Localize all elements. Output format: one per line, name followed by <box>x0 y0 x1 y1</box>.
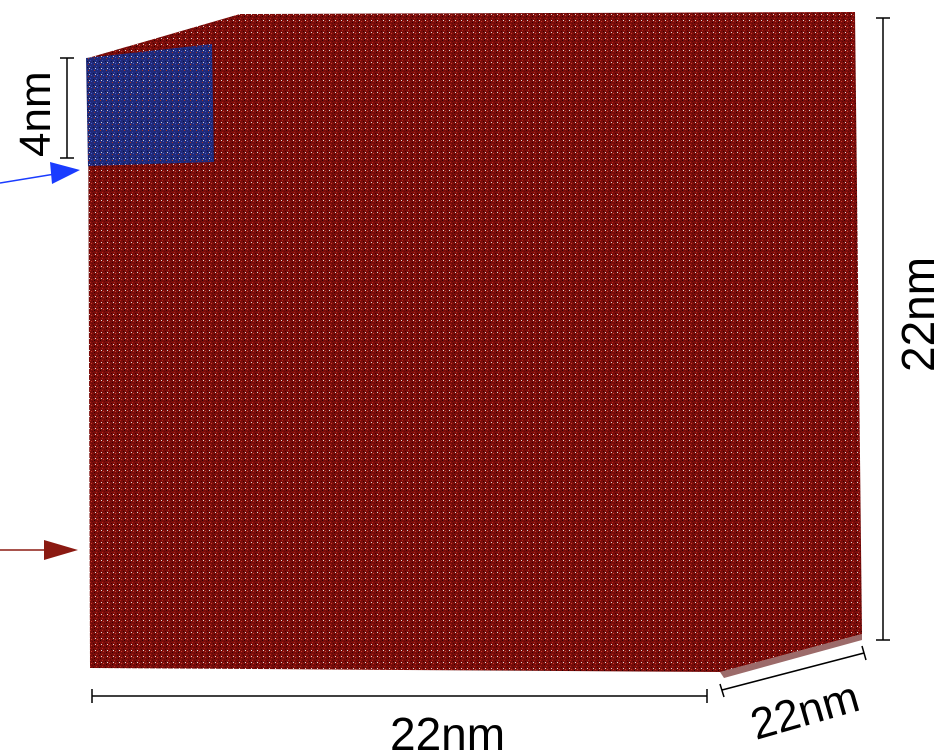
label-box-depth: 22nm <box>745 672 864 749</box>
red-arrow <box>0 540 78 560</box>
blue-arrow <box>0 162 80 184</box>
dimension-depth <box>719 645 867 698</box>
bulk-region <box>88 12 862 672</box>
label-box-height: 22nm <box>892 257 944 372</box>
dimension-height <box>876 17 890 641</box>
label-box-width: 22nm <box>390 708 505 755</box>
blue-region <box>86 44 214 166</box>
dimension-width <box>91 689 708 703</box>
label-blue-region-height: 4nm <box>11 71 60 157</box>
bulk-edge-shade <box>720 634 862 678</box>
dimension-4nm <box>60 57 74 159</box>
